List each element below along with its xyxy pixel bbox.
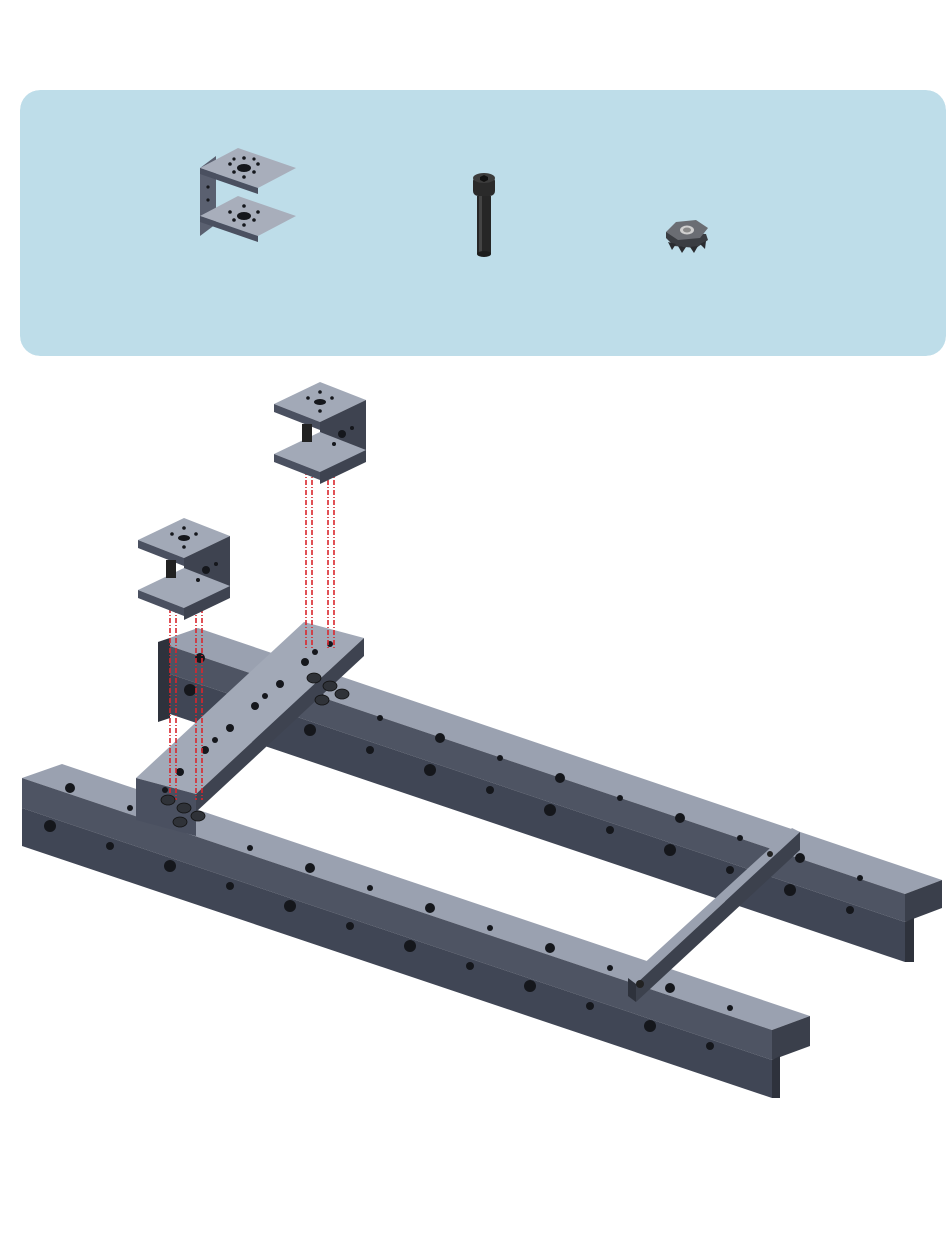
parts-panel-graphic: [20, 90, 946, 356]
parts-panel: [20, 90, 946, 356]
bracket-left: [138, 518, 230, 620]
bracket-right: [274, 382, 366, 484]
assembly-drawing: [0, 360, 950, 1160]
assembly-graphic: [0, 360, 950, 1160]
